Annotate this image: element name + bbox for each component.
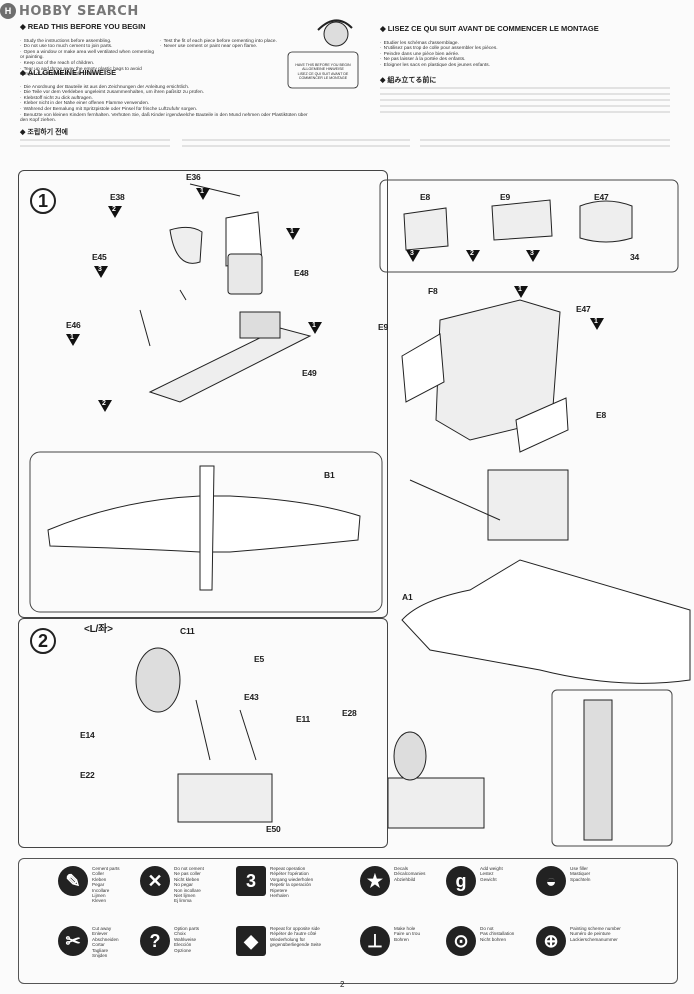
part-label-e9: E9 bbox=[378, 322, 388, 332]
symbol-legend bbox=[18, 858, 678, 984]
part-label-e11: E11 bbox=[296, 714, 311, 724]
fr-warning-title: LISEZ CE QUI SUIT AVANT DE COMMENCER LE … bbox=[380, 24, 599, 33]
part-label-e47: E47 bbox=[576, 304, 591, 314]
option-icon: ? bbox=[140, 926, 170, 956]
en-warning-title: READ THIS BEFORE YOU BEGIN bbox=[20, 22, 146, 31]
cement-icon: ✎ bbox=[58, 866, 88, 896]
step-2-number: 2 bbox=[30, 628, 56, 654]
part-label-e47-top: E47 bbox=[594, 192, 609, 202]
part-label-e50: E50 bbox=[266, 824, 281, 834]
count-triangle: 3 bbox=[406, 250, 420, 262]
count-triangle: 2 bbox=[466, 250, 480, 262]
part-label-b1: B1 bbox=[324, 470, 335, 480]
de-warning-lines: Die Anordnung der Bauteile ist aus den Z… bbox=[20, 79, 310, 129]
step-2-frame bbox=[18, 618, 388, 848]
cut-icon: ✂ bbox=[58, 926, 88, 956]
legend-item-decals: ★Decals Décalcomanies Abziehbild bbox=[360, 866, 450, 896]
no-cement-icon: ✕ bbox=[140, 866, 170, 896]
legend-item-cut: ✂Cut away Enlever Abschneiden Cortar Tag… bbox=[58, 926, 148, 958]
screw-icon: ⊕ bbox=[536, 926, 566, 956]
part-label-e36: E36 bbox=[186, 172, 201, 182]
repeat-icon: 3 bbox=[236, 866, 266, 896]
part-label-e22: E22 bbox=[80, 770, 95, 780]
part-label-f8: F8 bbox=[428, 286, 438, 296]
opposite-side-icon: ◆ bbox=[236, 926, 266, 956]
count-triangle: 1 bbox=[196, 188, 210, 200]
count-triangle: 3 bbox=[526, 250, 540, 262]
count-triangle: 2 bbox=[98, 400, 112, 412]
count-triangle: 1 bbox=[308, 322, 322, 334]
decals-icon: ★ bbox=[360, 866, 390, 896]
part-label-c11: C11 bbox=[180, 626, 195, 636]
part-label-e43: E43 bbox=[244, 692, 259, 702]
legend-item-option: ?Option parts Choix Wahlweise Elección O… bbox=[140, 926, 230, 956]
legend-item-cement: ✎Cement parts Coller Kleben Pegar Incoll… bbox=[58, 866, 148, 904]
part-label-e38: E38 bbox=[110, 192, 125, 202]
legend-item-filler: ◒Use filler Mastiquer Spachteln bbox=[536, 866, 626, 896]
part-label-e46: E46 bbox=[66, 320, 81, 330]
ko-warning-title: 조립하기 전에 bbox=[20, 128, 68, 137]
filler-icon: ◒ bbox=[536, 866, 566, 896]
logo-mark-icon: H bbox=[0, 3, 16, 19]
part-label-e8-top: E8 bbox=[420, 192, 430, 202]
part-label-e14: E14 bbox=[80, 730, 95, 740]
de-warning-title: ALLGEMEINE HINWEISE bbox=[20, 68, 116, 77]
part-label-e28: E28 bbox=[342, 708, 357, 718]
legend-item-screw: ⊕Painting scheme number Numéro de peintu… bbox=[536, 926, 626, 956]
make-hole-icon: ⊥ bbox=[360, 926, 390, 956]
part-label-e9-top: E9 bbox=[500, 192, 510, 202]
legend-item-no-cement: ✕Do not cement Ne pas coller Nicht klebe… bbox=[140, 866, 230, 904]
ja-warning-title: 組み立てる前に bbox=[380, 76, 436, 85]
count-triangle: 3 bbox=[94, 266, 108, 278]
count-triangle: 1 bbox=[514, 286, 528, 298]
step-1-number: 1 bbox=[30, 188, 56, 214]
count-triangle: 2 bbox=[108, 206, 122, 218]
count-triangle: 1 bbox=[66, 334, 80, 346]
weight-icon: g bbox=[446, 866, 476, 896]
mascot-icon bbox=[287, 19, 359, 89]
drill-icon: ⊙ bbox=[446, 926, 476, 956]
legend-item-opposite: ◆Repeat for opposite side Répéter de l'a… bbox=[236, 926, 326, 956]
logo-text: HOBBY SEARCH bbox=[19, 3, 139, 19]
page-number: 2 bbox=[340, 980, 345, 989]
part-label-e49: E49 bbox=[302, 368, 317, 378]
en-warning-lines-right: Test the fit of each piece before cement… bbox=[160, 33, 300, 55]
watermark-logo: H HOBBY SEARCH bbox=[0, 0, 170, 22]
fr-warning-lines: Etudier les schémas d'assemblage.N'utili… bbox=[380, 35, 670, 74]
decal-ref-34: 34 bbox=[630, 252, 640, 262]
part-label-e5: E5 bbox=[254, 654, 264, 664]
count-triangle: 1 bbox=[590, 318, 604, 330]
part-label-e48: E48 bbox=[294, 268, 309, 278]
count-triangle: 1 bbox=[286, 228, 300, 240]
legend-item-make-hole: ⊥Make hole Faire un trou Bohren bbox=[360, 926, 450, 956]
part-label-e8: E8 bbox=[596, 410, 606, 420]
step-1-frame bbox=[18, 170, 388, 618]
part-label-a1: A1 bbox=[402, 592, 413, 602]
side-label: <L/좌> bbox=[84, 624, 113, 635]
legend-item-drill: ⊙Do not Pas d'installation Nicht bohren bbox=[446, 926, 536, 956]
part-label-e45: E45 bbox=[92, 252, 107, 262]
